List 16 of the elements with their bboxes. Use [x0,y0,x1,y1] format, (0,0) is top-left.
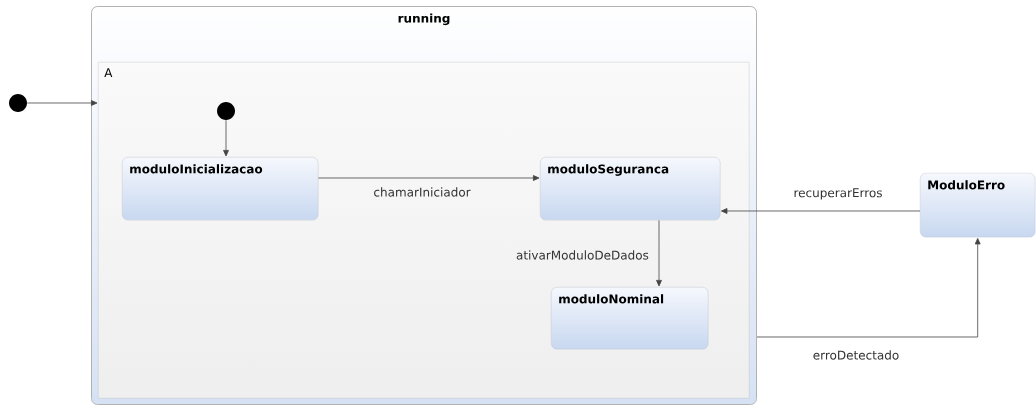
arrow [656,220,662,287]
initial-state-dot [217,102,235,120]
state-box: moduloSeguranca [540,157,721,221]
state-box: ModuloErro [920,173,1036,238]
edge-label: recuperarErros [794,188,882,200]
initial-state-dot [9,94,27,112]
arrow [721,208,921,214]
arrow [318,175,540,181]
edge-label: chamarIniciador [374,187,471,197]
edge-label: ativarModuloDeDados [516,250,649,260]
arrow [223,119,229,157]
arrow [26,100,98,106]
state-box: moduloInicializacao [122,157,319,221]
edge-label: erroDetectado [813,350,899,360]
state-box: moduloNominal [551,287,709,350]
arrow [756,238,981,338]
